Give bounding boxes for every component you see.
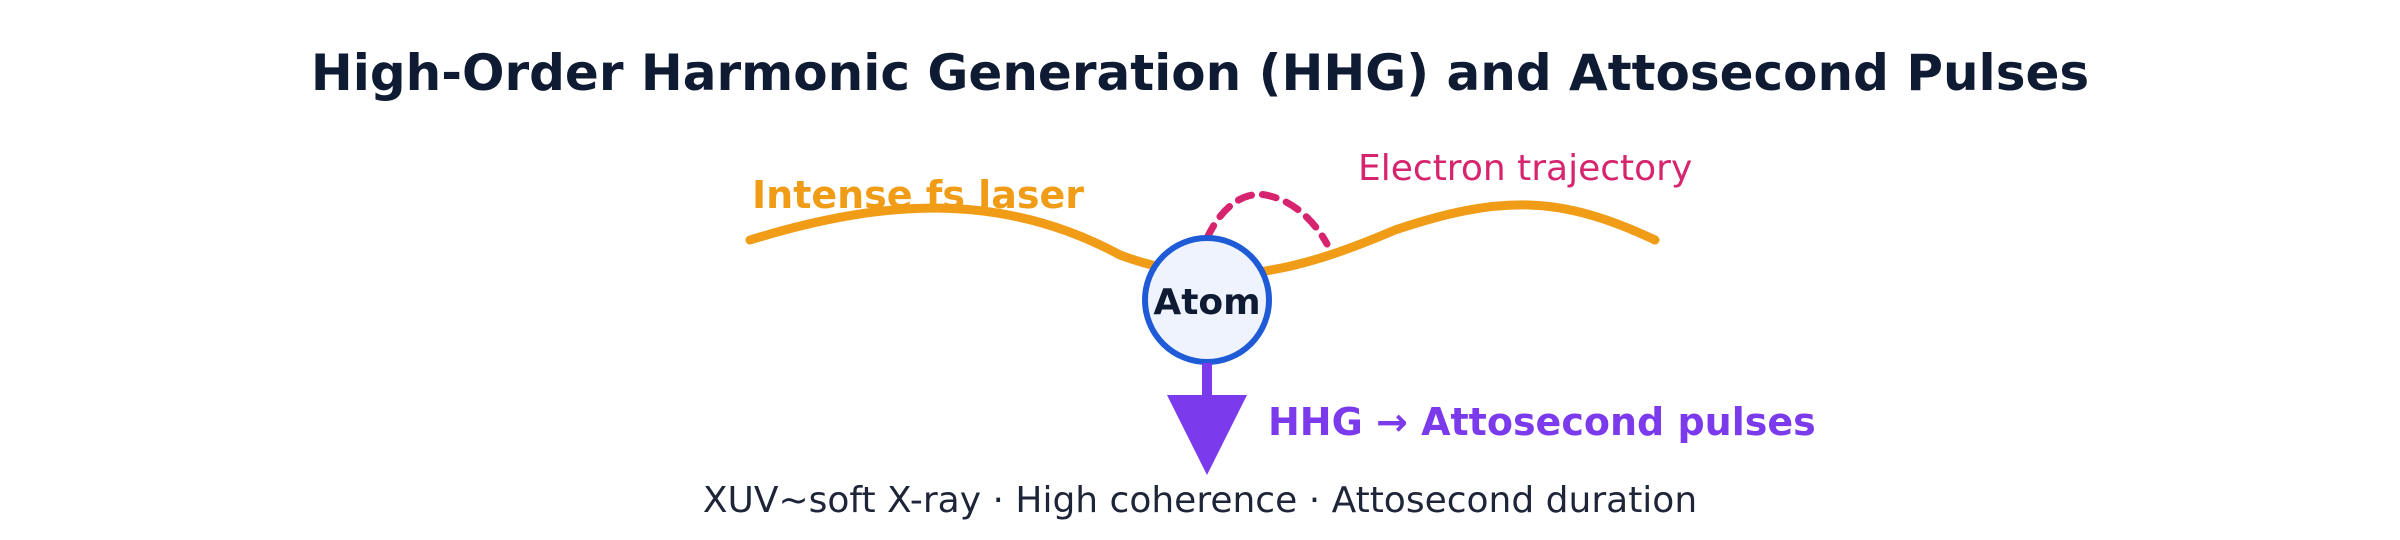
hhg-label: HHG → Attosecond pulses [1268,400,1816,444]
features-line: XUV~soft X-ray · High coherence · Attose… [703,480,1697,521]
electron-trajectory-path [1203,190,1331,248]
laser-label: Intense fs laser [752,173,1084,217]
atom-label: Atom [1153,282,1260,323]
electron-trajectory-label: Electron trajectory [1358,148,1692,189]
atom-circle [1142,235,1272,365]
diagram-title: High-Order Harmonic Generation (HHG) and… [311,44,2089,102]
